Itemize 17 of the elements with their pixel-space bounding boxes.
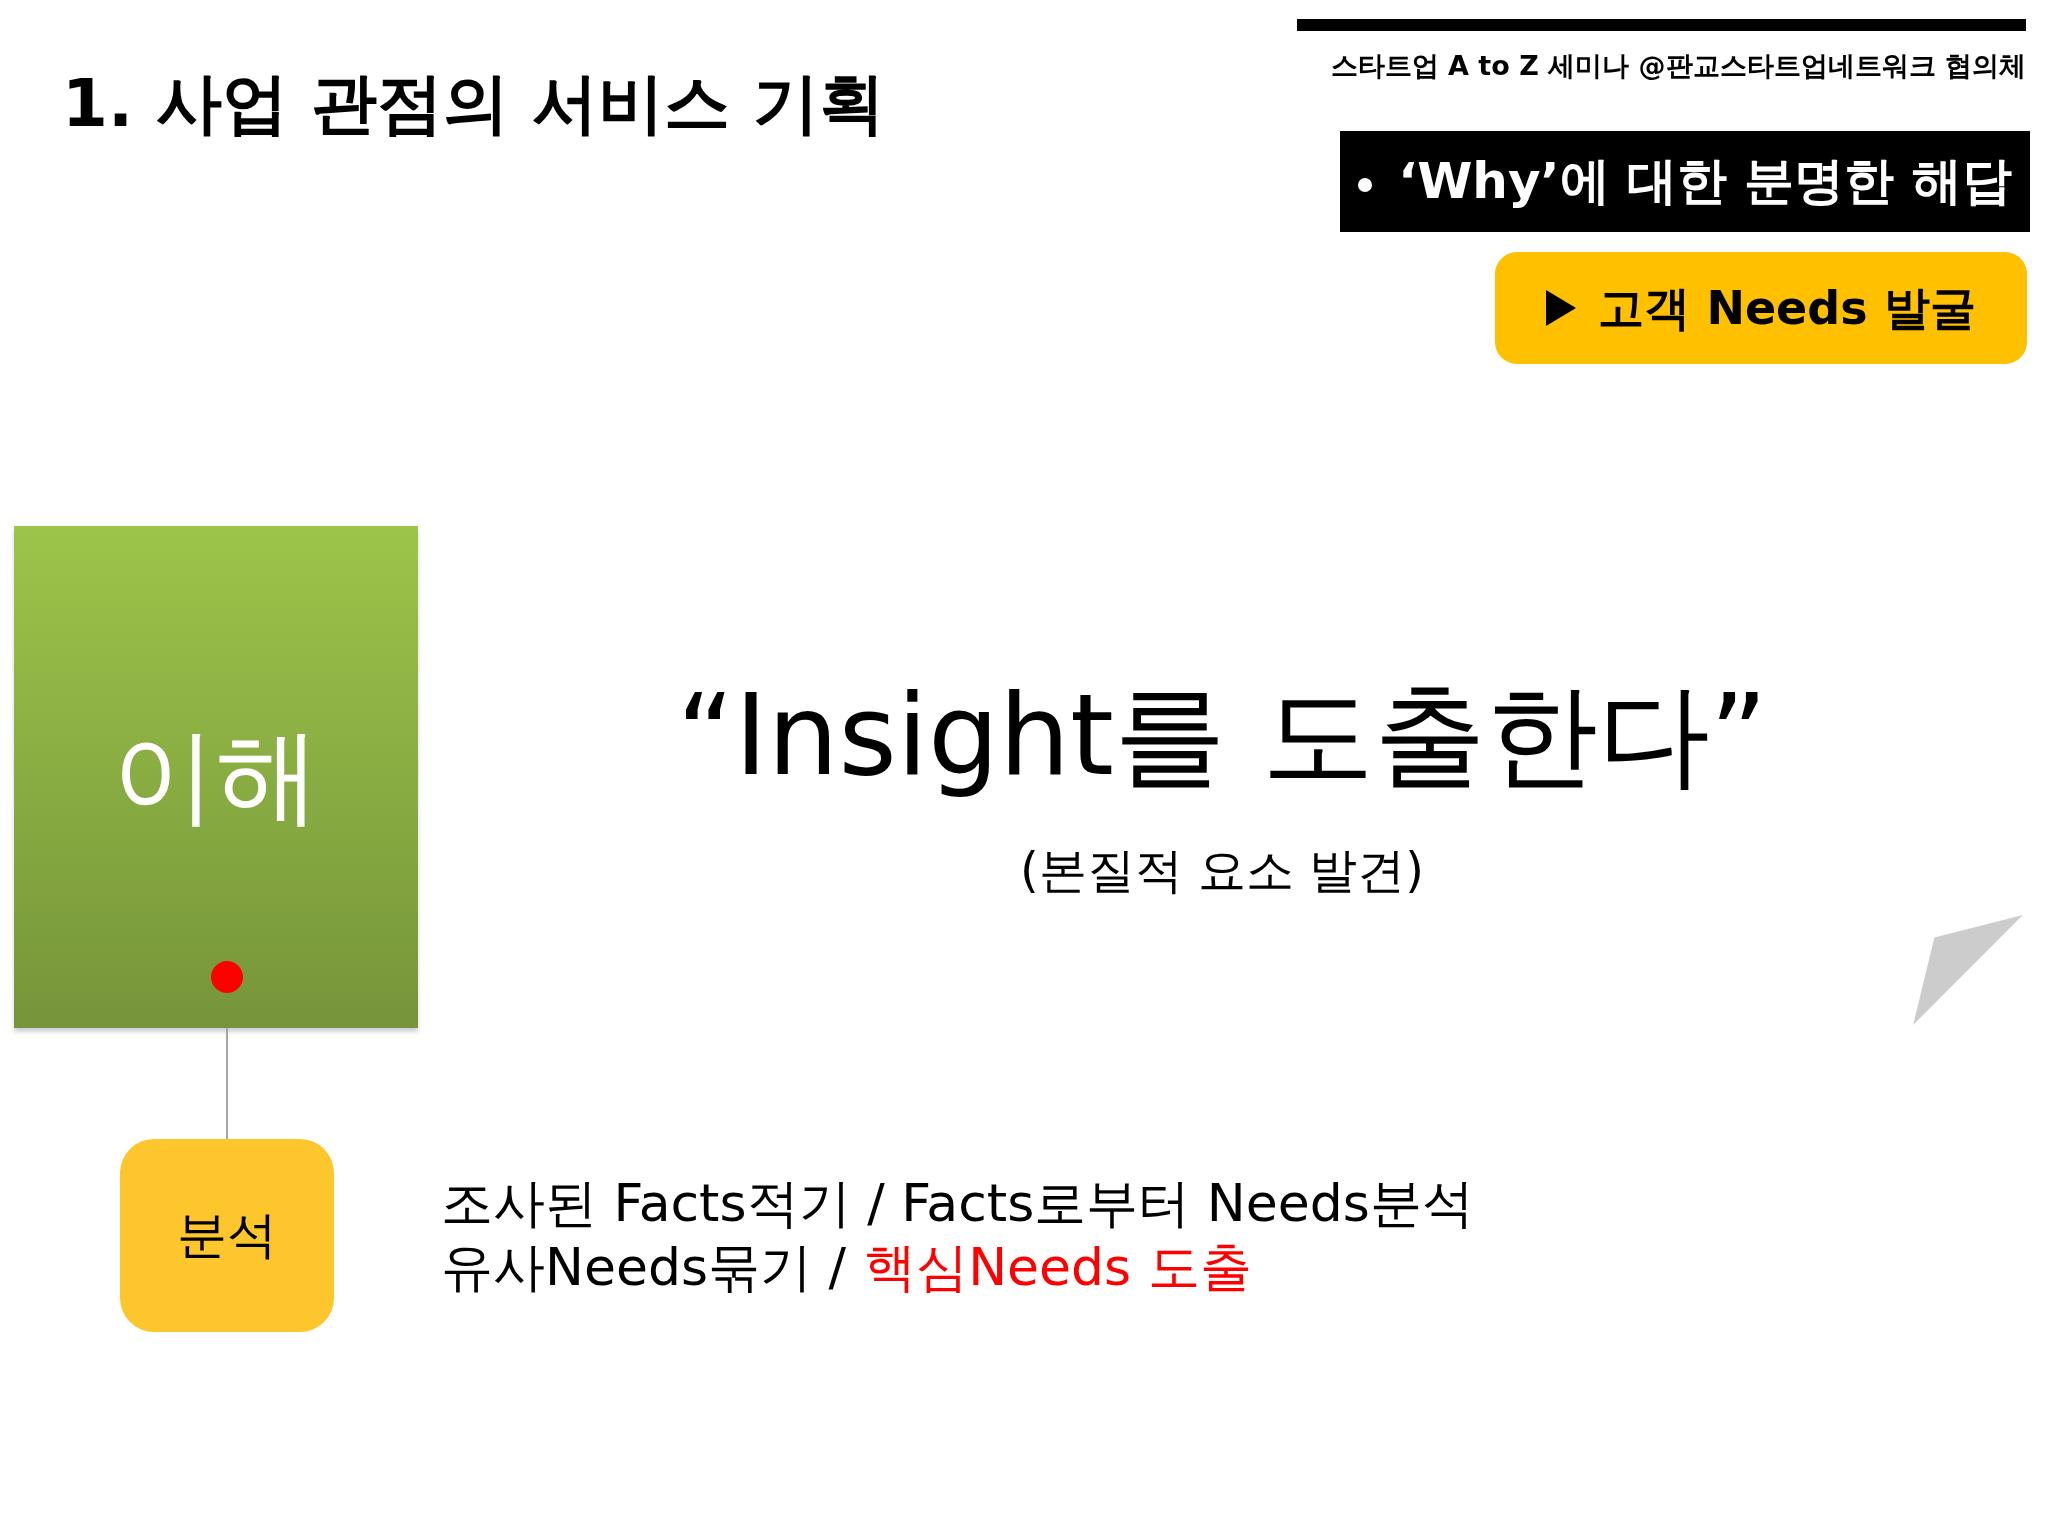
stage-box bbox=[14, 526, 418, 1028]
node-text: ‘Why’에 대한 분명한 해답 bbox=[1398, 152, 2012, 211]
description-text: 조사된 Facts적기 / Facts로부터 Needs분석 bbox=[441, 1172, 1474, 1235]
header-text: 스타트업 A to Z 세미나 @판교스타트업네트워크 협의체 bbox=[1330, 50, 2026, 83]
node-text: 이해 bbox=[112, 717, 320, 837]
step-box bbox=[120, 1139, 334, 1332]
slide-title: 1. 사업 관점의 서비스 기획 bbox=[62, 64, 885, 144]
subtitle-text: (본질적 요소 발견) bbox=[1020, 842, 1424, 900]
triangle-shape bbox=[1912, 914, 2024, 1026]
headline-text: “Insight를 도출한다” bbox=[676, 669, 1768, 802]
answer-banner bbox=[1340, 131, 2030, 232]
node-text: 분석 bbox=[177, 1206, 277, 1265]
description-text: 유사Needs묶기 / bbox=[441, 1236, 847, 1299]
highlight-box bbox=[1495, 252, 2027, 364]
pin-connector bbox=[211, 961, 243, 1140]
highlight-text: 핵심Needs 도출 bbox=[864, 1236, 1252, 1299]
node-text: 고객 Needs 발굴 bbox=[1598, 281, 1976, 335]
